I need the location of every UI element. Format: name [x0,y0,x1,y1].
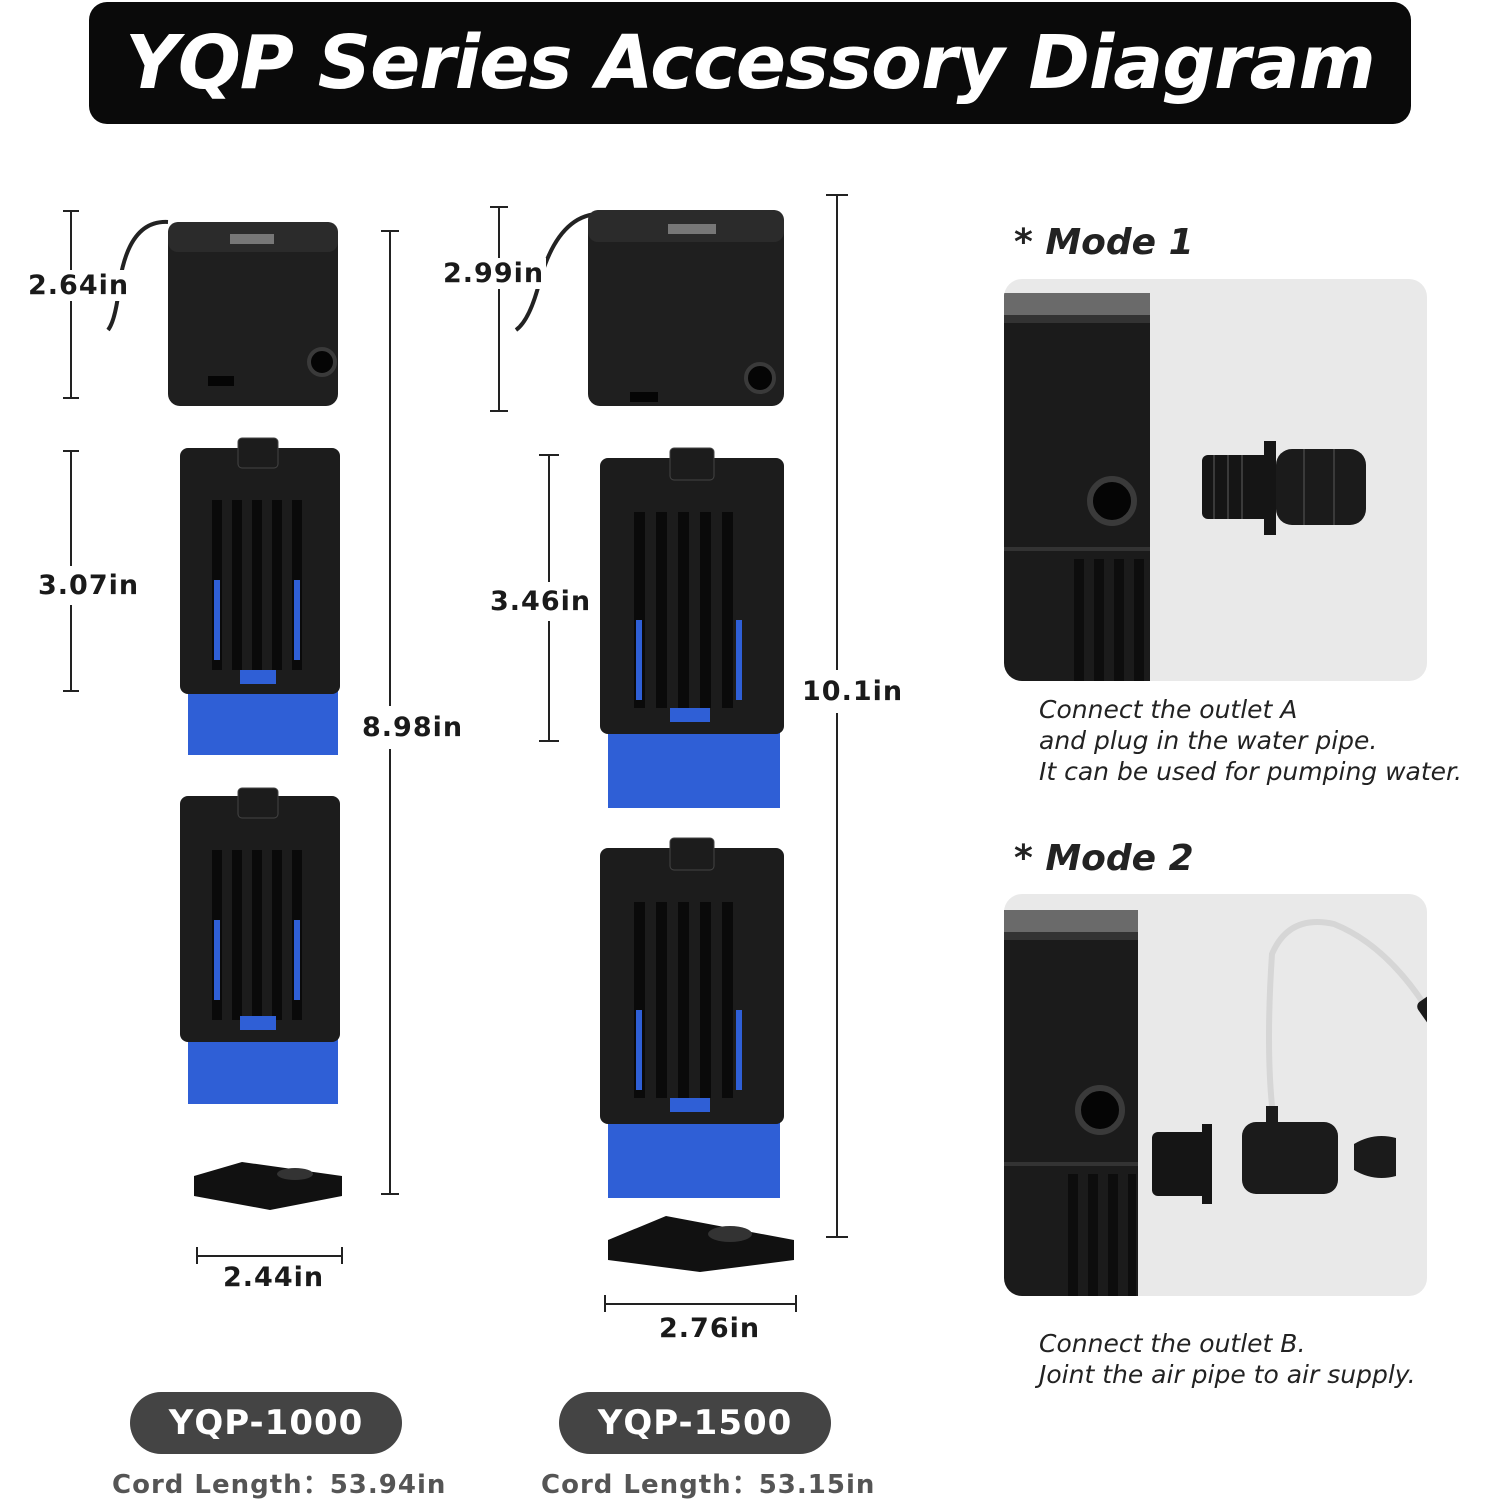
dim-tick [539,740,559,742]
mode1-description: Connect the outlet A and plug in the wat… [1039,694,1462,787]
yqp-1000-base-width: 2.44in [223,1262,325,1293]
mode2-panel [1004,894,1427,1296]
motor-unit-icon [106,219,338,406]
dim-line [196,1255,343,1257]
dim-tick [604,1295,606,1312]
yqp-1500-base-width: 2.76in [659,1313,761,1344]
dim-tick [381,1193,399,1195]
yqp-1000-motor-height: 2.64in [26,270,132,301]
filter-cartridge-icon [180,437,340,755]
mode2-illustration [1004,910,1427,1296]
cord-label: Cord Length： [541,1470,759,1500]
mode1-panel [1004,279,1427,681]
dim-line [836,194,838,1238]
cord-label: Cord Length： [112,1470,330,1500]
dim-tick [826,194,848,196]
diagram-title: YQP Series Accessory Diagram [125,20,1375,106]
filter-cartridge-icon [600,447,784,808]
cord-value: 53.15in [758,1470,876,1500]
mode1-illustration [1004,293,1366,681]
yqp-1500-illustration [514,210,794,1272]
title-bar: YQP Series Accessory Diagram [89,2,1411,124]
dim-tick [381,230,399,232]
yqp-1000-illustration [106,219,342,1210]
mode2-line: Joint the air pipe to air supply. [1039,1360,1416,1389]
dim-tick [63,450,79,452]
outlet-a-connector-icon [1202,441,1366,535]
model-name: YQP-1500 [597,1403,793,1443]
dim-tick [795,1295,797,1312]
yqp-1000-total-height: 8.98in [360,706,466,749]
dim-tick [539,454,559,456]
mode1-title: * Mode 1 [1014,222,1194,263]
cord-length-yqp-1500: Cord Length：53.15in [541,1464,875,1501]
mode2-description: Connect the outlet B. Joint the air pipe… [1039,1328,1416,1390]
dim-tick [63,690,79,692]
dim-line [70,210,72,398]
mode1-line: It can be used for pumping water. [1039,757,1462,786]
model-name: YQP-1000 [168,1403,364,1443]
dim-line [498,206,500,412]
dim-line [604,1303,797,1305]
air-pipe-icon [1266,919,1427,1107]
yqp-1500-total-height: 10.1in [800,670,906,713]
dim-tick [826,1236,848,1238]
dim-tick [196,1247,198,1264]
dim-tick [63,397,79,399]
filter-cartridge-icon [600,837,784,1198]
yqp-1500-motor-height: 2.99in [441,258,547,289]
filter-cartridge-icon [180,787,340,1104]
model-badge-yqp-1000: YQP-1000 [130,1392,402,1454]
yqp-1000-filter-height: 3.07in [36,566,142,605]
dim-tick [490,206,508,208]
yqp-1500-filter-height: 3.46in [488,582,594,621]
outlet-b-connector-icon [1152,1106,1396,1204]
dim-tick [490,410,508,412]
dim-tick [63,210,79,212]
cord-value: 53.94in [329,1470,447,1500]
mode2-title: * Mode 2 [1014,838,1194,879]
mode2-line: Connect the outlet B. [1039,1329,1306,1358]
suction-base-icon [608,1216,794,1272]
suction-base-icon [194,1162,342,1210]
cord-length-yqp-1000: Cord Length：53.94in [112,1464,446,1501]
dim-tick [341,1247,343,1264]
model-badge-yqp-1500: YQP-1500 [559,1392,831,1454]
mode1-line: Connect the outlet A [1039,695,1298,724]
motor-unit-icon [514,210,784,406]
mode1-line: and plug in the water pipe. [1039,726,1378,755]
